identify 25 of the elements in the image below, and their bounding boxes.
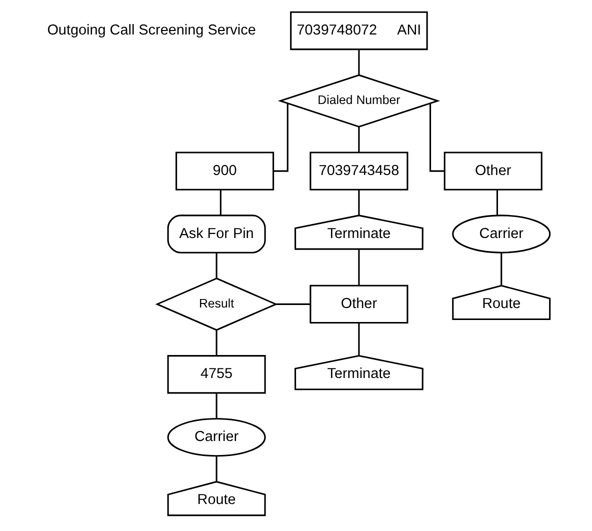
node-box: 4755 bbox=[167, 355, 266, 394]
connector bbox=[220, 190, 222, 216]
node-ellipse: Carrier bbox=[167, 418, 266, 457]
node-box: 900 bbox=[176, 152, 274, 190]
node-box: Other bbox=[310, 284, 408, 324]
node-box: 7039748072 ANI bbox=[290, 11, 428, 50]
node-diamond: Dialed Number bbox=[278, 74, 440, 128]
label: Outgoing Call Screening Service bbox=[47, 22, 256, 39]
node-box: Ask For Pin bbox=[167, 214, 266, 254]
connector bbox=[358, 249, 360, 286]
connector bbox=[216, 252, 218, 278]
connector bbox=[358, 190, 360, 216]
connector bbox=[500, 252, 502, 286]
connector bbox=[216, 456, 218, 482]
connector bbox=[216, 330, 218, 356]
connector bbox=[496, 190, 498, 216]
connector bbox=[358, 50, 360, 75]
node-ellipse: Carrier bbox=[452, 214, 551, 254]
node-box: 7039743458 bbox=[310, 152, 408, 190]
connector bbox=[358, 323, 360, 356]
node-diamond: Result bbox=[155, 278, 278, 331]
node-box: Other bbox=[444, 152, 542, 190]
connector bbox=[276, 303, 310, 305]
connector bbox=[216, 393, 218, 418]
connector bbox=[358, 127, 360, 152]
